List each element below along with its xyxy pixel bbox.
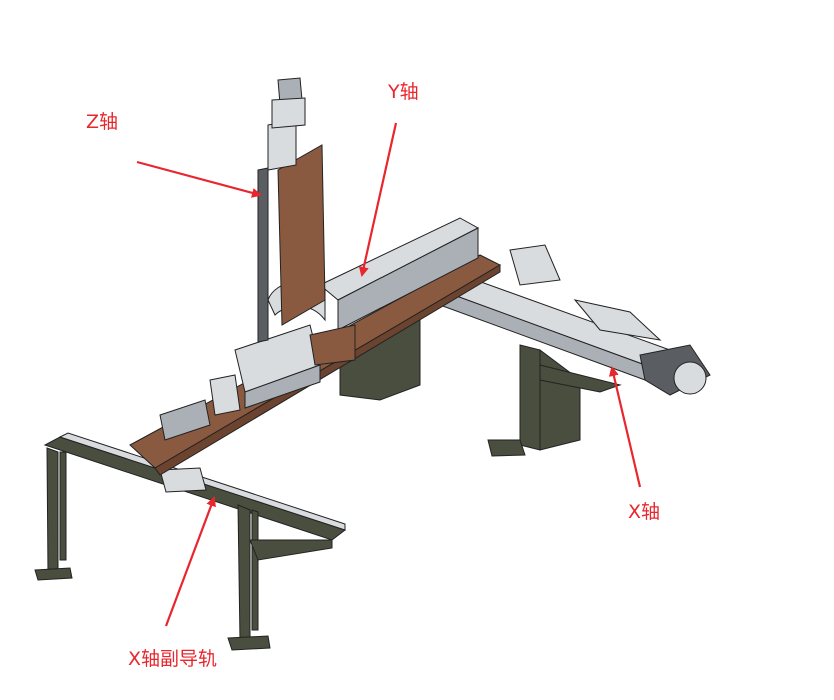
main-x-frame: [339, 319, 622, 457]
z-axis-arrow: [136, 160, 262, 198]
x-axis-rail: [438, 244, 711, 396]
x-aux-rail-label: X轴副导轨: [128, 648, 218, 670]
aux-rail-frame: [34, 432, 347, 651]
z-axis-label: Z轴: [86, 111, 119, 133]
x-axis-arrow: [608, 366, 642, 488]
x-axis-label: X轴: [628, 501, 661, 523]
x-aux-rail-arrow: [164, 496, 216, 627]
annotation-arrows: [136, 122, 642, 627]
y-axis-arrow: [358, 122, 398, 277]
y-axis-label: Y轴: [388, 81, 419, 103]
y-axis-carriage: [129, 217, 502, 476]
z-axis-column: [257, 77, 326, 343]
